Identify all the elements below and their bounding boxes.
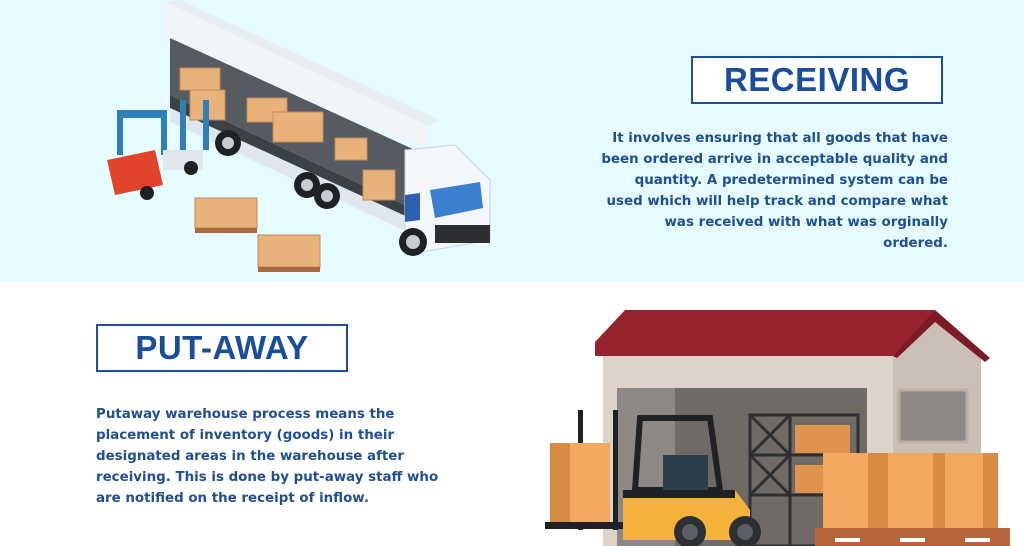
receiving-line: was received with what was orginally bbox=[664, 215, 948, 230]
receiving-line: ordered. bbox=[883, 236, 948, 251]
putaway-line: receiving. This is done by put-away staf… bbox=[96, 470, 439, 485]
putaway-heading: PUT-AWAY bbox=[96, 324, 348, 372]
putaway-description: Putaway warehouse process means the plac… bbox=[96, 404, 456, 509]
receiving-heading: RECEIVING bbox=[691, 56, 943, 104]
receiving-line: been ordered arrive in acceptable qualit… bbox=[601, 152, 948, 167]
putaway-line: placement of inventory (goods) in their bbox=[96, 428, 395, 443]
receiving-line: quantity. A predetermined system can be bbox=[634, 173, 948, 188]
putaway-line: are notified on the receipt of inflow. bbox=[96, 491, 369, 506]
receiving-description: It involves ensuring that all goods that… bbox=[560, 128, 948, 254]
putaway-line: designated areas in the warehouse after bbox=[96, 449, 404, 464]
putaway-line: Putaway warehouse process means the bbox=[96, 407, 395, 422]
receiving-line: used which will help track and compare w… bbox=[606, 194, 948, 209]
receiving-line: It involves ensuring that all goods that… bbox=[612, 131, 948, 146]
truck-unloading-illustration bbox=[107, 0, 491, 272]
warehouse-forklift-illustration bbox=[545, 310, 1010, 546]
